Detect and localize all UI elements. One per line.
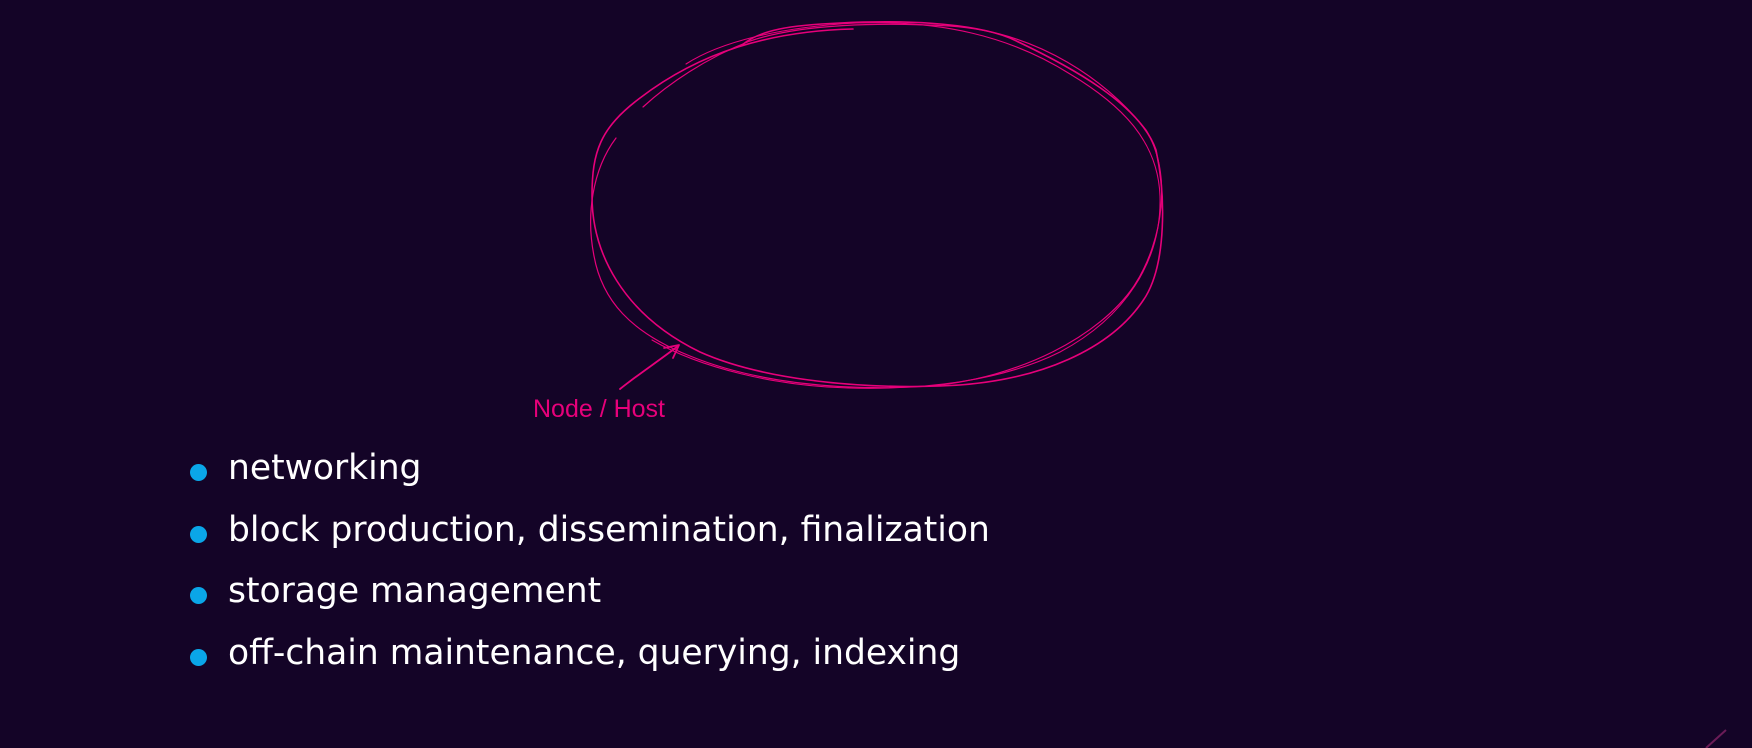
arrow-shaft — [619, 345, 679, 390]
bullet-dot-icon — [190, 587, 207, 604]
bullet-text: block production, dissemination, finaliz… — [228, 509, 990, 550]
ellipse-stroke-3 — [651, 22, 1161, 389]
node-host-ellipse — [590, 21, 1164, 389]
annotation-arrow — [619, 344, 680, 390]
bullet-text: networking — [228, 448, 422, 488]
bullet-dot-icon — [190, 464, 207, 481]
bullet-text: storage management — [228, 571, 602, 611]
bullet-text: off-chain maintenance, querying, indexin… — [228, 632, 961, 673]
node-host-label: Node / Host — [533, 395, 666, 423]
bullet-item-block-production: block production, dissemination, finaliz… — [190, 504, 990, 566]
bullet-list: networking block production, disseminati… — [190, 442, 990, 688]
corner-stroke — [1705, 729, 1727, 748]
arrow-head — [663, 344, 680, 359]
bullet-item-networking: networking — [190, 442, 990, 504]
ellipse-stroke-2 — [590, 23, 1163, 389]
bullet-dot-icon — [190, 648, 207, 666]
ellipse-stroke-1 — [591, 21, 1164, 388]
bullet-dot-icon — [190, 525, 207, 543]
bullet-item-storage-management: storage management — [190, 565, 990, 627]
bullet-item-off-chain: off-chain maintenance, querying, indexin… — [190, 627, 990, 689]
